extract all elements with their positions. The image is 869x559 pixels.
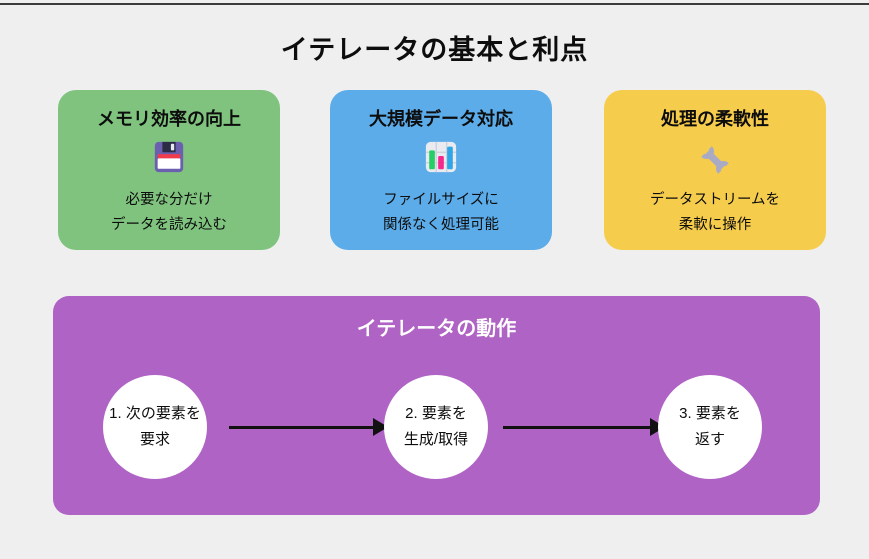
flow-step-2: 2. 要素を 生成/取得 (384, 375, 488, 479)
card-title: 大規模データ対応 (369, 109, 513, 129)
flow-step-label: 3. 要素を (679, 405, 741, 423)
flow-panel-title: イテレータの動作 (356, 318, 517, 340)
wrench-icon (604, 140, 826, 178)
card-memory-efficiency: メモリ効率の向上 必要な分だけ データを読み込む (58, 90, 280, 250)
card-description: ファイルサイズに 関係なく処理可能 (330, 188, 552, 238)
page-title: イテレータの基本と利点 (280, 35, 589, 65)
card-description: データストリームを 柔軟に操作 (604, 188, 826, 238)
flow-step-3: 3. 要素を 返す (658, 375, 762, 479)
card-description: 必要な分だけ データを読み込む (58, 188, 280, 238)
flow-step-label: 返す (694, 431, 725, 448)
card-description-line: ファイルサイズに (383, 192, 499, 208)
arrow-shaft (229, 425, 373, 429)
floppy-disk-icon (58, 140, 280, 178)
card-description-line: データを読み込む (111, 216, 227, 233)
top-border-line (0, 3, 869, 5)
card-large-data: 大規模データ対応 ファイルサイズに 関係なく処理可能 (330, 90, 552, 250)
arrow-shaft (503, 425, 651, 429)
flow-step-label: 生成/取得 (403, 431, 469, 448)
card-processing-flexibility: 処理の柔軟性 データストリームを 柔軟に操作 (604, 90, 826, 250)
flow-step-1: 1. 次の要素を 要求 (103, 375, 207, 479)
card-title: 処理の柔軟性 (661, 109, 769, 129)
flow-step-label: 2. 要素を (405, 405, 467, 423)
card-title: メモリ効率の向上 (97, 109, 241, 129)
iterator-flow-panel: イテレータの動作 1. 次の要素を 要求 2. 要素を 生成/取得 3. 要素を… (53, 296, 820, 515)
card-description-line: データストリームを (649, 192, 781, 208)
card-description-line: 必要な分だけ (125, 192, 213, 208)
card-description-line: 柔軟に操作 (678, 216, 752, 233)
flow-step-label: 要求 (139, 431, 170, 448)
bar-chart-icon (330, 140, 552, 178)
flow-step-label: 1. 次の要素を (109, 405, 201, 423)
card-description-line: 関係なく処理可能 (383, 216, 499, 233)
